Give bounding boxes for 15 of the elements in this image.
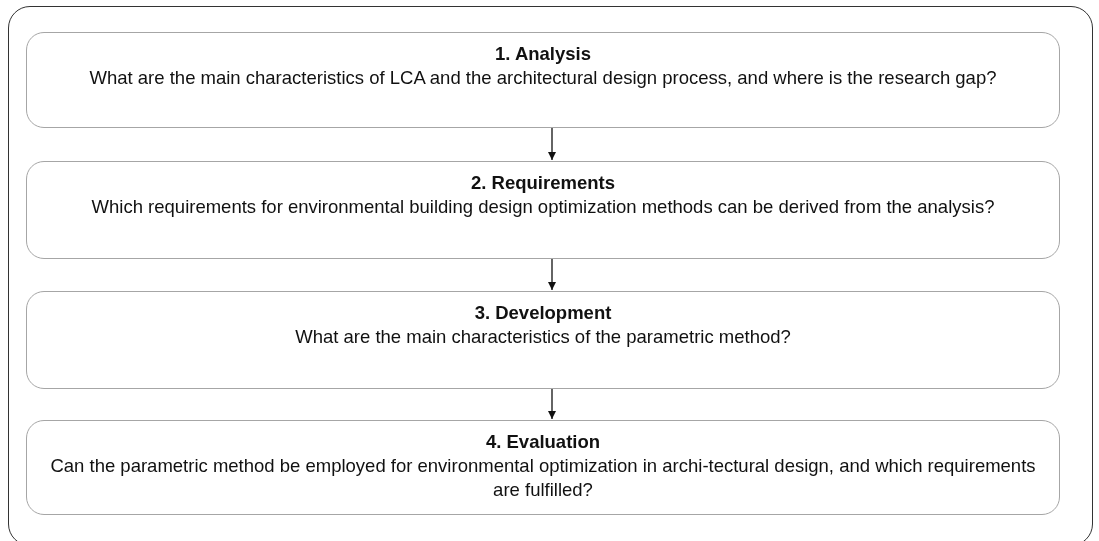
step-question: What are the main characteristics of the parametric method? bbox=[295, 325, 791, 349]
step-heading: 2. Requirements bbox=[471, 171, 615, 195]
process-box bbox=[26, 161, 1060, 259]
arrow bbox=[548, 257, 556, 291]
step-question: Can the parametric method be employed for environmental optimization in archi-tectural design, and which requirements are fulfilled? bbox=[49, 454, 1037, 502]
arrow bbox=[548, 126, 556, 161]
process-box bbox=[26, 32, 1060, 128]
step-heading: 1. Analysis bbox=[495, 42, 591, 66]
step-heading: 3. Development bbox=[474, 301, 612, 325]
process-box bbox=[26, 420, 1060, 515]
step-question: Which requirements for environmental building design optimization methods can be derived from the analysis? bbox=[91, 195, 995, 219]
step-question: What are the main characteristics of LCA and the architectural design process, and where is the research gap? bbox=[89, 66, 997, 90]
arrow bbox=[548, 387, 556, 420]
step-heading: 4. Evaluation bbox=[485, 430, 601, 454]
process-box bbox=[26, 291, 1060, 389]
